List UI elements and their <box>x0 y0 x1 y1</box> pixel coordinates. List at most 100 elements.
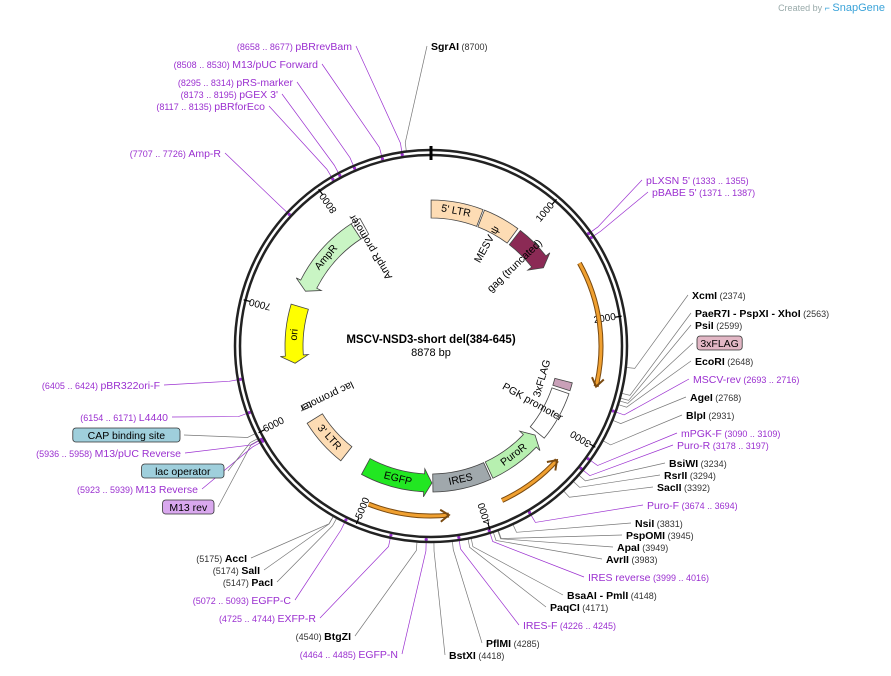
label-name: XcmI <box>692 290 717 302</box>
label-m13-reverse[interactable]: (5923 .. 5939) M13 Reverse <box>77 484 198 496</box>
primer-site-marker <box>611 409 615 413</box>
label-bsiwi[interactable]: BsiWI (3234) <box>669 458 727 470</box>
label-ires-reverse[interactable]: IRES reverse (3999 .. 4016) <box>588 572 709 584</box>
label-exfp-r[interactable]: (4725 .. 4744) EXFP-R <box>219 613 316 625</box>
feature-pgk-promoter[interactable] <box>529 387 570 439</box>
label-bstxi[interactable]: BstXI (4418) <box>449 650 504 662</box>
label-pgex-3[interactable]: (8173 .. 8195) pGEX 3' <box>181 89 278 101</box>
label-agei[interactable]: AgeI (2768) <box>690 392 741 404</box>
leader-line <box>497 530 614 548</box>
label-coords: (5174) <box>213 566 242 576</box>
label-pbrforeco[interactable]: (8117 .. 8135) pBRforEco <box>156 101 265 113</box>
label-coords: (2693 .. 2716) <box>741 375 800 385</box>
leader-line <box>183 433 256 438</box>
label-coords: (4226 .. 4245) <box>557 621 616 631</box>
label-pbabe-5[interactable]: pBABE 5' (1371 .. 1387) <box>652 187 755 199</box>
label-egfp-c[interactable]: (5072 .. 5093) EGFP-C <box>193 595 292 607</box>
leader-line <box>572 474 661 488</box>
label-ecori[interactable]: EcoRI (2648) <box>695 356 753 368</box>
label-prs-marker[interactable]: (8295 .. 8314) pRS-marker <box>178 77 294 89</box>
label-paci[interactable]: (5147) PacI <box>223 577 273 589</box>
leader-line <box>617 360 692 408</box>
tick-label: 1000 <box>534 200 557 224</box>
label-cap-binding-site[interactable]: CAP binding site <box>72 427 181 443</box>
label-m13-puc-forward[interactable]: (8508 .. 8530) M13/pUC Forward <box>174 59 318 71</box>
label-rsrii[interactable]: RsrII (3294) <box>664 470 716 482</box>
label-xcmi[interactable]: XcmI (2374) <box>692 290 746 302</box>
plasmid-name: MSCV-NSD3-short del(384-645) <box>346 334 516 346</box>
tick-mark <box>614 315 622 318</box>
feature-mesv[interactable] <box>477 209 519 244</box>
label-text: pBABE 5' (1371 .. 1387) <box>652 187 755 199</box>
feature-ori[interactable] <box>280 303 310 364</box>
label-coords: (1371 .. 1387) <box>697 188 756 198</box>
feature-tag-text: lac operator <box>155 466 211 478</box>
feature-5-ltr[interactable] <box>430 199 484 227</box>
feature-egfp[interactable] <box>360 458 433 498</box>
label-bsaai-pmli[interactable]: BsaAI - PmlI (4148) <box>567 590 657 602</box>
label-paer7i-pspxi-xhoi[interactable]: PaeR7I - PspXI - XhoI (2563) <box>695 308 829 320</box>
label-egfp-n[interactable]: (4464 .. 4485) EGFP-N <box>300 649 398 661</box>
label-psii[interactable]: PsiI (2599) <box>695 320 742 332</box>
leader-line <box>530 504 644 523</box>
label-coords: (8117 .. 8135) <box>156 102 214 112</box>
label-m13-rev[interactable]: M13 rev <box>162 499 215 515</box>
label-name: EGFP-N <box>358 649 398 661</box>
feature-lac-promoter[interactable] <box>301 401 312 411</box>
plasmid-backbone <box>233 146 629 544</box>
label-paqci[interactable]: PaqCI (4171) <box>550 602 608 614</box>
label-sali[interactable]: (5174) SalI <box>213 565 260 577</box>
snapgene-logo-icon: ⌐ <box>824 3 830 13</box>
feature-puror[interactable] <box>484 430 541 479</box>
feature-3xflag[interactable] <box>552 377 573 392</box>
label-puro-f[interactable]: Puro-F (3674 .. 3694) <box>647 500 738 512</box>
label-pspomi[interactable]: PspOMI (3945) <box>626 530 694 542</box>
label-nsii[interactable]: NsiI (3831) <box>635 518 683 530</box>
label-blpi[interactable]: BlpI (2931) <box>686 410 734 422</box>
label-plxsn-5[interactable]: pLXSN 5' (1333 .. 1355) <box>646 175 749 187</box>
label-btgzi[interactable]: (4540) BtgZI <box>296 631 351 643</box>
label-mscv-rev[interactable]: MSCV-rev (2693 .. 2716) <box>693 374 799 386</box>
feature-gag-truncated[interactable] <box>508 229 551 271</box>
feature-tag <box>696 335 743 351</box>
label-pbr322ori-f[interactable]: (6405 .. 6424) pBR322ori-F <box>42 380 160 392</box>
label-l4440[interactable]: (6154 .. 6171) L4440 <box>80 412 168 424</box>
label-text: Puro-F (3674 .. 3694) <box>647 500 738 512</box>
label-name: IRES reverse <box>588 572 651 584</box>
label-avrii[interactable]: AvrII (3983) <box>606 554 658 566</box>
label-puro-r[interactable]: Puro-R (3178 .. 3197) <box>677 440 769 452</box>
label-pbrrevbam[interactable]: (8658 .. 8677) pBRrevBam <box>237 41 352 53</box>
label-3xflag[interactable]: 3xFLAG <box>696 335 743 351</box>
label-apai[interactable]: ApaI (3949) <box>617 542 668 554</box>
label-pflmi[interactable]: PflMI (4285) <box>486 638 540 650</box>
leader-line <box>268 105 332 178</box>
tick-label: 4000 <box>476 501 493 526</box>
feature-tag-text: CAP binding site <box>88 430 166 442</box>
label-name: Amp-R <box>188 148 221 160</box>
label-name: AvrII <box>606 554 629 566</box>
primer-site-marker <box>238 377 242 381</box>
label-coords: (4418) <box>476 651 505 661</box>
feature-ires[interactable] <box>432 462 492 493</box>
label-coords: (3234) <box>698 459 727 469</box>
label-mpgk-f[interactable]: mPGK-F (3090 .. 3109) <box>681 428 780 440</box>
label-lac-operator[interactable]: lac operator <box>141 463 225 479</box>
label-sgrai[interactable]: SgrAI (8700) <box>431 41 488 53</box>
tick-label: 5000 <box>354 496 373 521</box>
label-m13-puc-reverse[interactable]: (5936 .. 5958) M13/pUC Reverse <box>36 448 181 460</box>
label-sacii[interactable]: SacII (3392) <box>657 482 710 494</box>
label-acci[interactable]: (5175) AccI <box>196 553 247 565</box>
feature-ampr-promoter[interactable] <box>350 217 370 240</box>
leader-line <box>590 432 678 466</box>
label-ires-f[interactable]: IRES-F (4226 .. 4245) <box>523 620 616 632</box>
label-name: PacI <box>251 577 273 589</box>
primer-site-marker <box>344 518 348 522</box>
leader-line <box>217 439 260 508</box>
label-amp-r[interactable]: (7707 .. 7726) Amp-R <box>130 148 222 160</box>
label-name: pBRforEco <box>214 101 265 113</box>
feature-3-ltr[interactable] <box>306 413 353 462</box>
label-name: M13/pUC Forward <box>232 59 318 71</box>
orf-arrowhead <box>546 458 559 471</box>
label-name: SalI <box>241 565 260 577</box>
